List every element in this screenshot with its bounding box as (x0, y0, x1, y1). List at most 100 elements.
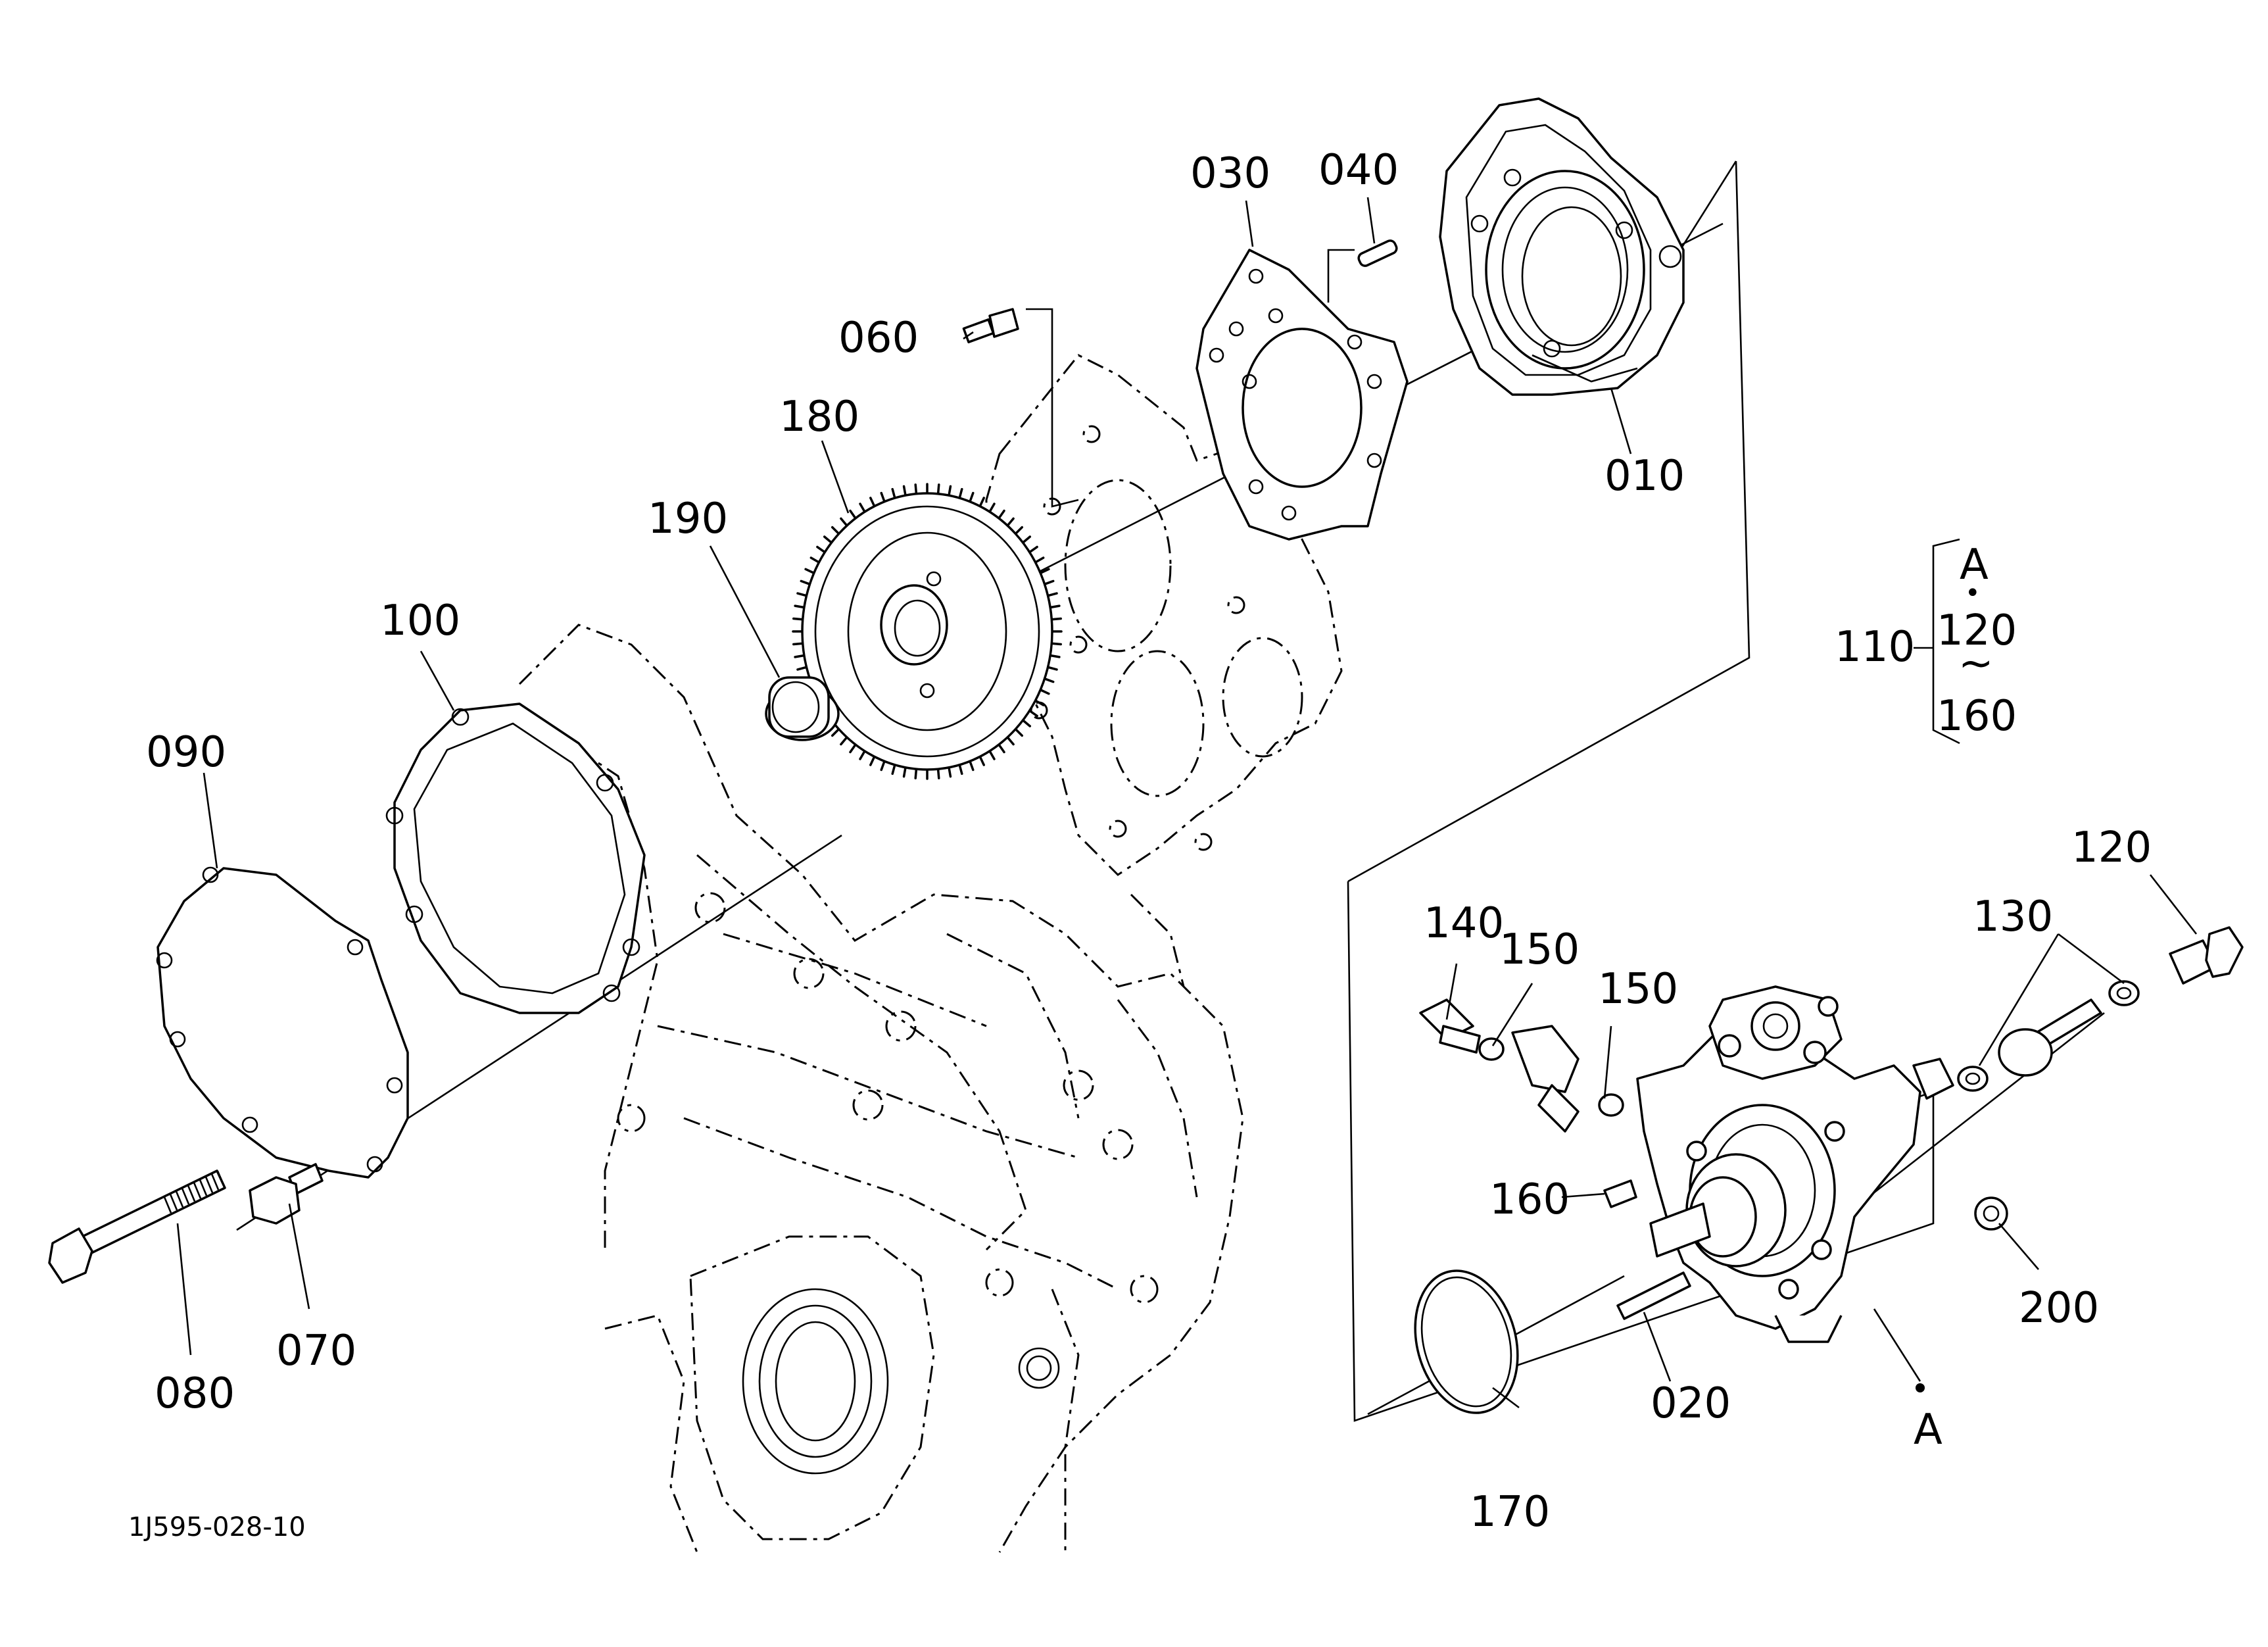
gear-tooth (969, 760, 975, 772)
callout-110: 110 (1835, 623, 1915, 672)
part-170-o-ring (1414, 1269, 1519, 1414)
gear-tooth (969, 491, 975, 503)
gear-tooth (958, 487, 963, 499)
gear-tooth (849, 509, 857, 520)
bolt-thread (216, 1170, 226, 1187)
gear-tooth (902, 485, 907, 497)
gear-tooth (1028, 709, 1038, 718)
gear-tooth (831, 526, 840, 535)
callout-100: 100 (380, 597, 460, 645)
callout-010: 010 (1604, 452, 1685, 501)
part-010-pump-housing (1439, 97, 1685, 396)
gear-tooth (1039, 688, 1050, 695)
gear-tooth (1049, 604, 1061, 609)
callout-130: 130 (1973, 893, 2053, 941)
gear-tooth (1034, 556, 1045, 564)
gear-tooth (859, 503, 866, 513)
gear-tooth (936, 768, 940, 779)
gear-tooth (1014, 727, 1023, 737)
part-030-gasket (1195, 249, 1409, 541)
gear-tooth (796, 666, 808, 671)
gear-tooth (869, 497, 876, 508)
gear-tooth (1034, 699, 1045, 706)
callout-190: 190 (648, 495, 728, 543)
bolt-thread (187, 1185, 196, 1202)
gear-tooth (988, 750, 996, 760)
part-020-stud (1616, 1271, 1691, 1320)
gear-tooth (978, 755, 985, 766)
gear-case-outline (518, 624, 1244, 1553)
part-180-idler-gear (792, 483, 1063, 780)
callout-200: 200 (2019, 1284, 2099, 1333)
part-060-bolt (962, 308, 1019, 343)
gear-tooth (831, 727, 840, 737)
part-090-cover (156, 866, 409, 1179)
gear-tooth (1046, 592, 1058, 597)
part-070-bolt (249, 1163, 324, 1225)
gear-tooth (804, 568, 815, 575)
part-160-key (1603, 1179, 1637, 1208)
callout-020: 020 (1651, 1379, 1731, 1428)
gear-tooth (1021, 719, 1032, 727)
callout-080: 080 (155, 1369, 235, 1418)
part-120-plug (2169, 926, 2244, 985)
gear-tooth (1014, 526, 1023, 535)
bolt-thread (163, 1196, 172, 1214)
gear-tooth (1050, 642, 1062, 646)
gear-tooth (1021, 535, 1032, 544)
bracket-110-tilde: ~ (1958, 639, 1994, 688)
gear-tooth (998, 509, 1005, 520)
bolt-thread (169, 1194, 178, 1211)
gear-tooth (794, 654, 806, 658)
gear-tooth (849, 743, 857, 754)
gear-tooth (1043, 579, 1055, 585)
gear-tooth (794, 604, 806, 609)
part-190-bushing (765, 676, 840, 741)
part-140-bolt (1419, 998, 1481, 1054)
gear-tooth (816, 545, 827, 554)
gear-tooth (914, 768, 918, 779)
callout-030: 030 (1190, 149, 1270, 198)
bolt-thread (199, 1179, 208, 1196)
gear-tooth (948, 485, 952, 497)
gear-tooth (792, 617, 804, 621)
gear-tooth (840, 517, 848, 527)
callout-labels: 010 020 030 040 060 070 080 090 100 110 … (128, 146, 2152, 1542)
gear-tooth (869, 755, 876, 766)
bolt-thread (181, 1188, 190, 1205)
gear-tooth (1049, 654, 1061, 658)
part-200-nut (1974, 1196, 2008, 1231)
part-150-washer (1478, 1025, 1624, 1133)
gear-tooth (880, 760, 886, 772)
gear-tooth (800, 579, 811, 585)
gear-tooth (978, 497, 985, 508)
gear-tooth (840, 736, 848, 746)
gear-tooth (914, 483, 918, 495)
gear-tooth (948, 766, 952, 778)
gear-tooth (1006, 736, 1015, 746)
gear-tooth (796, 592, 808, 597)
callout-070: 070 (276, 1327, 356, 1375)
callout-ref-a: A (1914, 1406, 1942, 1454)
gear-tooth (809, 556, 821, 564)
gear-tooth (859, 750, 866, 760)
callout-140: 140 (1424, 899, 1504, 948)
bracket-110 (1932, 538, 1960, 745)
gear-tooth (902, 766, 907, 778)
leader-lines (176, 197, 2198, 1409)
gear-tooth (1046, 666, 1058, 671)
bracket-110-dot: • (1965, 578, 1981, 608)
bracket-110-top: A (1960, 541, 1989, 589)
part-100-gasket (385, 702, 646, 1014)
bracket-110-to: 160 (1937, 692, 2017, 741)
callout-060: 060 (838, 314, 919, 362)
part-130-washer (1957, 980, 2140, 1092)
bolt-thread (210, 1173, 220, 1191)
gear-tooth (936, 483, 940, 495)
gear-tooth (823, 535, 833, 544)
part-080-long-bolt (48, 1169, 226, 1284)
callout-180: 180 (779, 393, 859, 441)
gear-tooth (998, 743, 1005, 754)
callout-150a: 150 (1499, 925, 1580, 974)
callout-170: 170 (1470, 1488, 1550, 1536)
